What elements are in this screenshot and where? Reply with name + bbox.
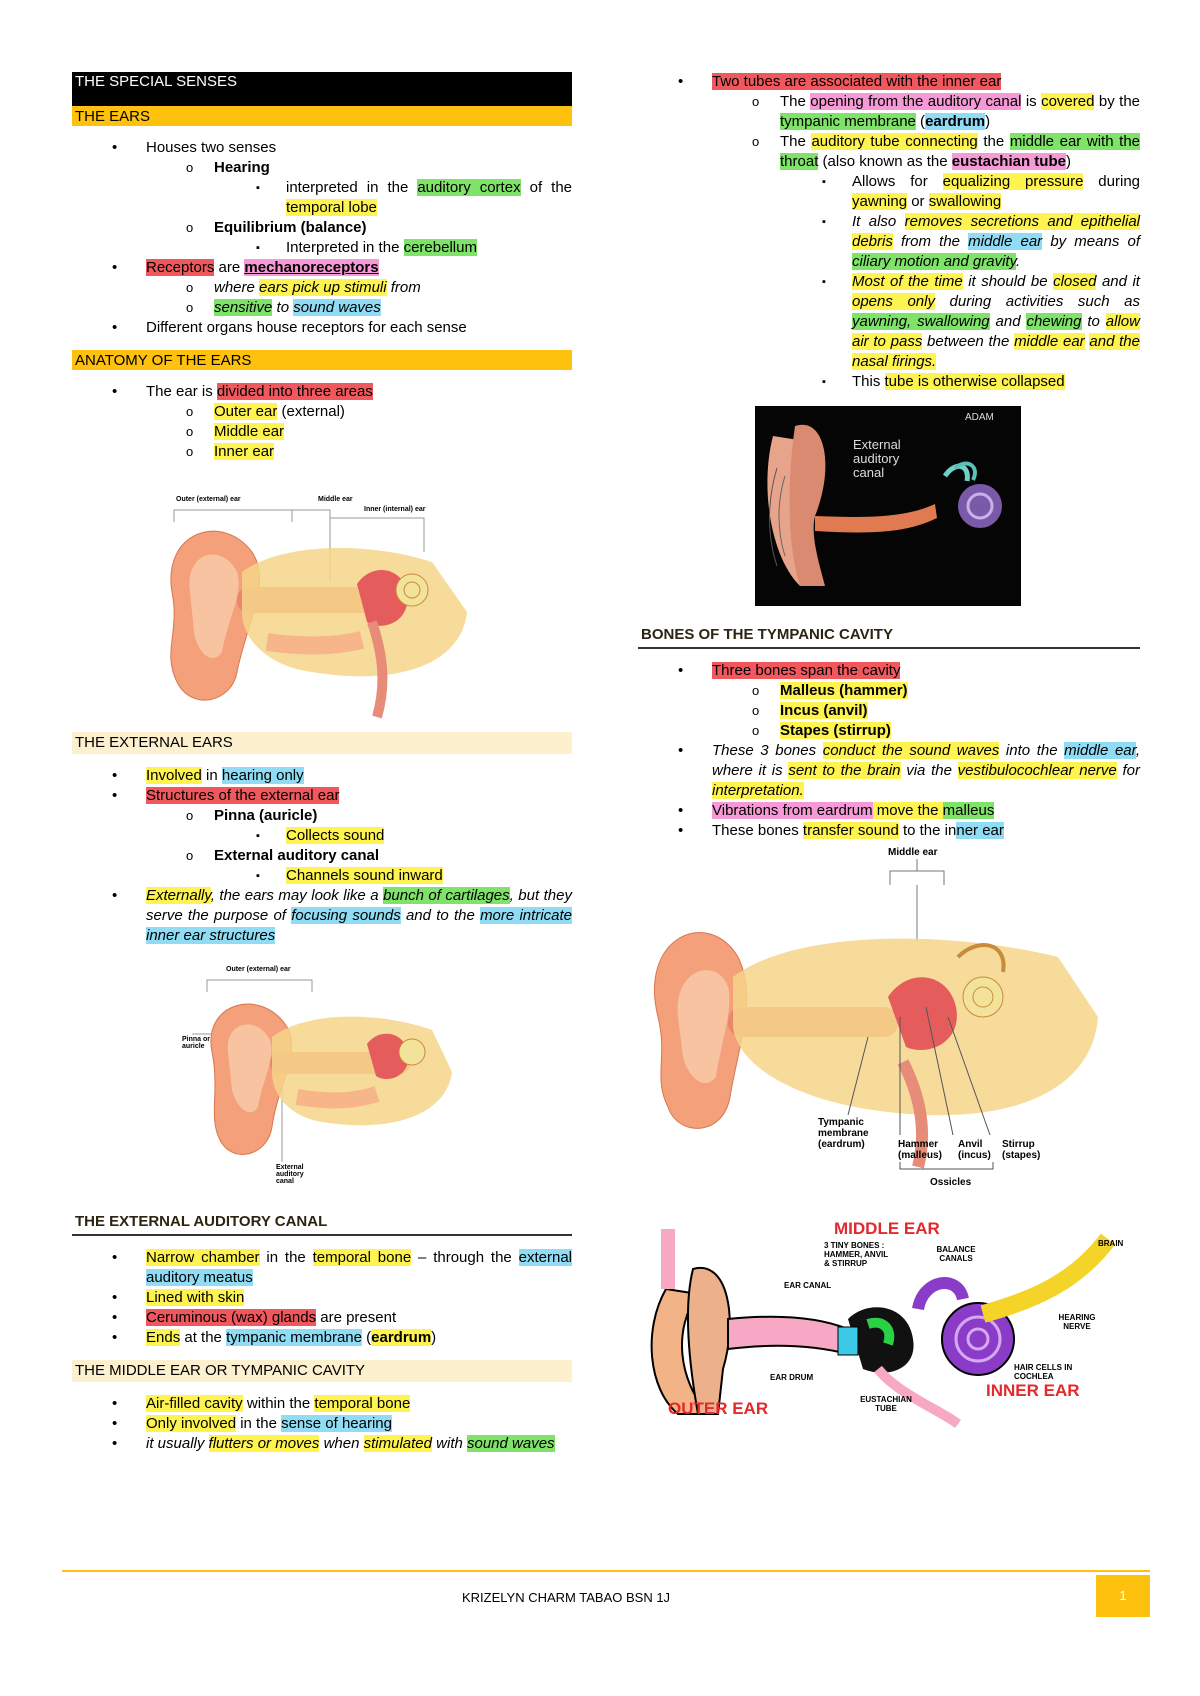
list-item: Hearing xyxy=(72,158,572,178)
eac-list: Narrow chamber in the temporal bone – th… xyxy=(72,1248,572,1348)
list-item: Narrow chamber in the temporal bone – th… xyxy=(72,1248,572,1288)
fig-label-anvil: Anvil (incus) xyxy=(958,1139,991,1161)
ear-cartoon-image xyxy=(650,1229,1116,1429)
ear-anatomy-image xyxy=(170,509,467,719)
anatomy-list: The ear is divided into three areas Oute… xyxy=(72,382,572,462)
fig-label-eustachian: EUSTACHIAN TUBE xyxy=(860,1395,912,1413)
fig-label-tiny-bones: 3 TINY BONES : HAMMER, ANVIL & STIRRUP xyxy=(824,1241,888,1268)
fig-label-ear-canal: EAR CANAL xyxy=(784,1281,832,1290)
list-item: Channels sound inward xyxy=(72,866,572,886)
right-column: Two tubes are associated with the inner … xyxy=(638,72,1141,1429)
list-item: Incus (anvil) xyxy=(638,701,1140,721)
list-item: Lined with skin xyxy=(72,1288,572,1308)
fig-label-eac: External auditory canal xyxy=(276,1164,304,1185)
section-title-ears: THE EARS xyxy=(72,106,572,126)
fig-label-outer-ear: OUTER EAR xyxy=(668,1399,769,1418)
list-item: Outer ear (external) xyxy=(72,402,572,422)
fig-label-hammer: Hammer (malleus) xyxy=(898,1139,942,1161)
fig-label-middle-ear: MIDDLE EAR xyxy=(834,1219,940,1238)
list-item: Involved in hearing only xyxy=(72,766,572,786)
list-item: Two tubes are associated with the inner … xyxy=(638,72,1140,92)
list-item: These bones transfer sound to the inner … xyxy=(638,821,1140,841)
fig-label-middle: Middle ear xyxy=(888,847,938,858)
list-item: where ears pick up stimuli from xyxy=(72,278,572,298)
list-item: This tube is otherwise collapsed xyxy=(638,372,1140,392)
list-item: Inner ear xyxy=(72,442,572,462)
adam-logo: ADAM xyxy=(965,412,994,423)
list-item: Ceruminous (wax) glands are present xyxy=(72,1308,572,1328)
fig-label-ear-drum: EAR DRUM xyxy=(770,1373,814,1382)
section-title-external-ears: THE EXTERNAL EARS xyxy=(72,732,572,754)
fig-label-brain: BRAIN xyxy=(1098,1239,1124,1248)
list-item: Externally, the ears may look like a bun… xyxy=(72,886,573,946)
fig-label-hair-cells: HAIR CELLS IN COCHLEA xyxy=(1014,1363,1073,1381)
fig-label-outer: Outer (external) ear xyxy=(226,966,291,973)
fig-label-stirrup: Stirrup (stapes) xyxy=(1002,1139,1041,1161)
footer-author: KRIZELYN CHARM TABAO BSN 1J xyxy=(462,1590,671,1605)
fig-label-inner: Inner (internal) ear xyxy=(364,506,426,513)
external-ear-figure: Outer (external) ear Pinna or auricle Ex… xyxy=(72,952,572,1207)
list-item: Equilibrium (balance) xyxy=(72,218,572,238)
list-item: Pinna (auricle) xyxy=(72,806,572,826)
fig-label-outer: Outer (external) ear xyxy=(176,496,241,503)
middle-list: Air-filled cavity within the temporal bo… xyxy=(72,1394,572,1454)
list-item: The opening from the auditory canal is c… xyxy=(638,92,1140,132)
fig-label-ossicles: Ossicles xyxy=(930,1177,972,1188)
fig-label-pinna: Pinna or auricle xyxy=(182,1036,211,1050)
list-item: Malleus (hammer) xyxy=(638,681,1140,701)
fig-label-eac: External auditory canal xyxy=(853,437,901,480)
section-title-bones: BONES OF THE TYMPANIC CAVITY xyxy=(638,624,1140,649)
ear-canal-image xyxy=(767,424,1002,586)
ossicles-figure: Middle ear Tympanic membrane (eardrum) H… xyxy=(638,847,1140,1217)
ear-anatomy-figure: Outer (external) ear Middle ear Inner (i… xyxy=(72,472,572,722)
list-item: Structures of the external ear xyxy=(72,786,572,806)
list-item: interpreted in the auditory cortex of th… xyxy=(72,178,572,218)
ears-list: Houses two senses Hearing interpreted in… xyxy=(72,138,572,338)
list-item: Vibrations from eardrum move the malleus xyxy=(638,801,1140,821)
left-column: THE SPECIAL SENSES THE EARS Houses two s… xyxy=(72,72,573,1454)
bones-list: Three bones span the cavity Malleus (ham… xyxy=(638,661,1140,841)
list-item: Ends at the tympanic membrane (eardrum) xyxy=(72,1328,572,1348)
list-item: it usually flutters or moves when stimul… xyxy=(72,1434,572,1454)
tubes-list: Two tubes are associated with the inner … xyxy=(638,72,1141,392)
list-item: Most of the time it should be closed and… xyxy=(638,272,1140,372)
external-ear-image xyxy=(192,979,452,1162)
fig-label-balance: BALANCE CANALS xyxy=(936,1245,976,1263)
list-item: Interpreted in the cerebellum xyxy=(72,238,572,258)
list-item: Air-filled cavity within the temporal bo… xyxy=(72,1394,572,1414)
section-title-special-senses: THE SPECIAL SENSES xyxy=(72,72,572,106)
external-list: Involved in hearing only Structures of t… xyxy=(72,766,573,946)
list-item: The ear is divided into three areas xyxy=(72,382,572,402)
list-item: sensitive to sound waves xyxy=(72,298,572,318)
list-item: It also removes secretions and epithelia… xyxy=(638,212,1141,272)
list-item: Houses two senses xyxy=(72,138,572,158)
list-item: The auditory tube connecting the middle … xyxy=(638,132,1140,172)
list-item: External auditory canal xyxy=(72,846,572,866)
section-title-middle-ear: THE MIDDLE EAR OR TYMPANIC CAVITY xyxy=(72,1360,572,1382)
list-item: Different organs house receptors for eac… xyxy=(72,318,572,338)
list-item: Collects sound xyxy=(72,826,572,846)
fig-label-tympanic: Tympanic membrane (eardrum) xyxy=(818,1117,869,1150)
list-item: Stapes (stirrup) xyxy=(638,721,1140,741)
list-item: Middle ear xyxy=(72,422,572,442)
ossicles-image xyxy=(653,859,1098,1170)
page-number: 1 xyxy=(1096,1575,1150,1617)
list-item: Three bones span the cavity xyxy=(638,661,1140,681)
list-item: These 3 bones conduct the sound waves in… xyxy=(638,741,1140,801)
list-item: Receptors are mechanoreceptors xyxy=(72,258,572,278)
fig-label-middle: Middle ear xyxy=(318,496,353,503)
fig-label-hearing-nerve: HEARING NERVE xyxy=(1058,1313,1096,1331)
section-title-anatomy: ANATOMY OF THE EARS xyxy=(72,350,572,370)
fig-label-inner-ear: INNER EAR xyxy=(986,1381,1080,1400)
ear-cartoon-figure: MIDDLE EAR 3 TINY BONES : HAMMER, ANVIL … xyxy=(638,1219,1140,1429)
section-title-eac: THE EXTERNAL AUDITORY CANAL xyxy=(72,1211,572,1236)
list-item: Only involved in the sense of hearing xyxy=(72,1414,572,1434)
ear-canal-figure: External auditory canal ADAM xyxy=(755,406,1021,606)
list-item: Allows for equalizing pressure during ya… xyxy=(638,172,1140,212)
footer-rule xyxy=(62,1570,1150,1572)
